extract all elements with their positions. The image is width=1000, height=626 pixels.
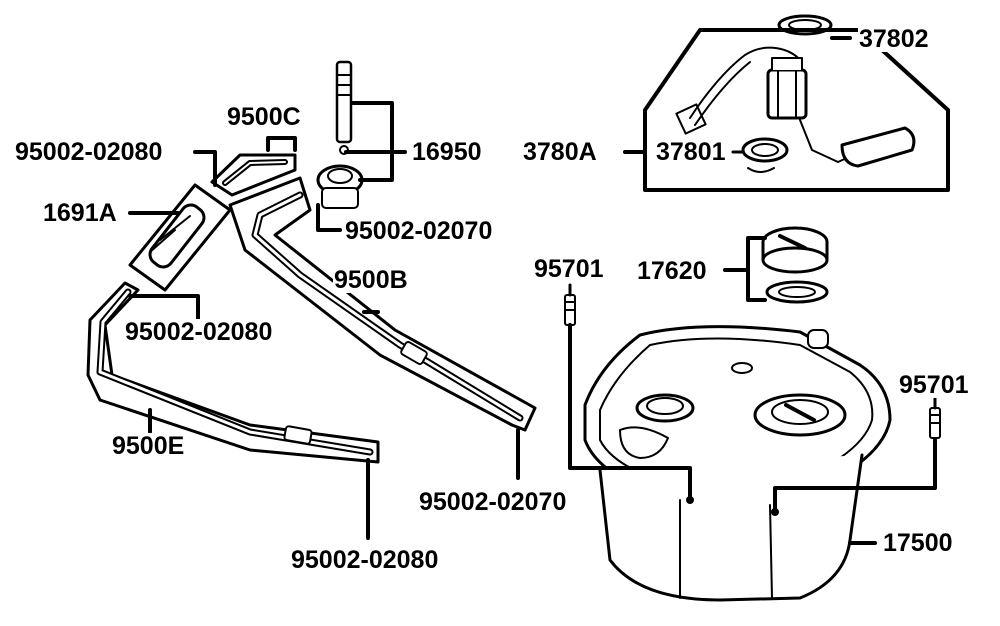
part-label-17500: 17500 <box>882 529 954 557</box>
part-label-37801: 37801 <box>655 138 727 166</box>
part-label-9500C: 9500C <box>226 103 302 131</box>
part-label-3780A: 3780A <box>522 138 598 166</box>
part-label-95002-02070-top: 95002-02070 <box>344 217 494 245</box>
part-label-9500E: 9500E <box>111 432 186 460</box>
fuel-filter-group <box>128 183 232 292</box>
fuel-cap-group <box>723 226 829 304</box>
part-label-95701-right: 95701 <box>898 371 970 399</box>
part-label-16950: 16950 <box>411 138 483 166</box>
hose-9500E-group <box>86 281 520 540</box>
part-label-37802: 37802 <box>858 25 930 53</box>
part-label-95701-left: 95701 <box>533 255 605 283</box>
part-label-95002-02080-bottom: 95002-02080 <box>290 546 440 574</box>
fuel-tank-group <box>564 283 941 602</box>
fuel-pump-body <box>766 68 808 120</box>
breather-group <box>193 60 407 232</box>
part-label-9500B: 9500B <box>333 266 409 294</box>
part-label-17620: 17620 <box>636 257 708 285</box>
hose-9500B-group <box>228 176 537 432</box>
part-label-95002-02080-mid: 95002-02080 <box>124 318 274 346</box>
part-label-95002-02080-top: 95002-02080 <box>14 138 164 166</box>
part-label-1691A: 1691A <box>42 199 118 227</box>
fuel-pump-kit-group <box>623 14 950 192</box>
seal-ring-37801 <box>741 137 789 163</box>
part-label-95002-02070-bottom: 95002-02070 <box>418 488 568 516</box>
